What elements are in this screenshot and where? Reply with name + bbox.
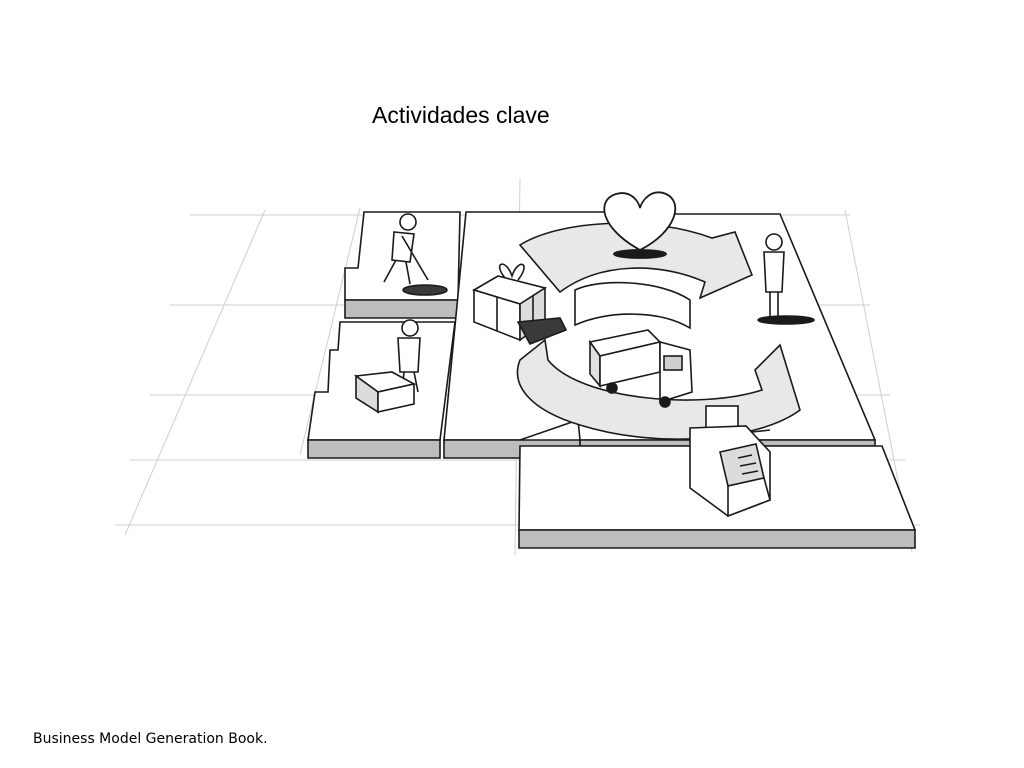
slide-title: Actividades clave <box>372 102 550 128</box>
cash-register-icon <box>689 405 771 518</box>
heart-icon <box>603 191 677 259</box>
person-with-box-icon <box>353 319 421 414</box>
delivery-truck-icon <box>588 329 693 408</box>
source-caption: Business Model Generation Book. <box>33 731 268 747</box>
gift-box-icon <box>472 263 568 346</box>
standing-person-icon <box>757 233 815 325</box>
digging-person-icon <box>383 213 448 296</box>
